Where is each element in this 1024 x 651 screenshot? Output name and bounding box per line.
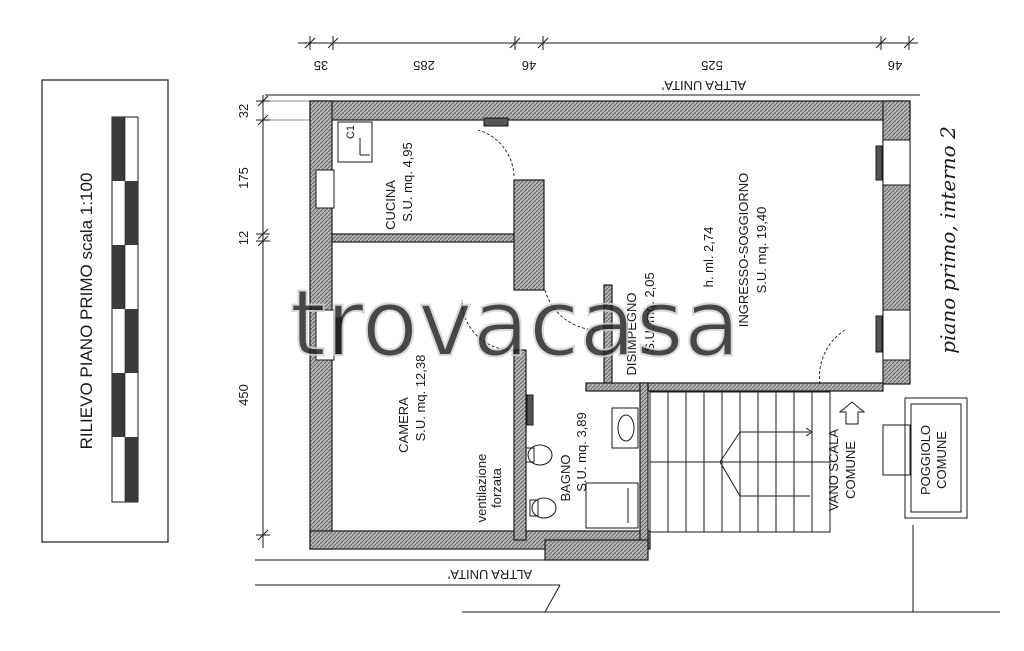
dim-left-2: 175 [236, 167, 251, 189]
room-camera-area: S.U. mq. 12,38 [413, 355, 428, 442]
room-cucina-area: S.U. mq. 4,95 [400, 142, 415, 221]
dim-top-5: 46 [888, 58, 902, 73]
dim-top-4: 525 [701, 58, 723, 73]
scale-bar [111, 116, 139, 503]
room-ingresso-name: INGRESSO-SOGGIORNO [736, 173, 751, 328]
neighbor-bottom-label: ALTRA UNITA' [448, 567, 532, 582]
dimension-left [256, 95, 310, 548]
fixture-label: C1 [345, 125, 357, 139]
dim-left-1: 32 [236, 104, 251, 118]
dim-left-3: 12 [236, 231, 251, 245]
watermark-text: trovacasa [290, 270, 740, 377]
neighbor-lines [255, 94, 1000, 613]
dimension-top [298, 36, 918, 50]
room-bagno-name: BAGNO [558, 455, 573, 502]
dim-top-3: 46 [522, 58, 536, 73]
room-disimpegno-name: DISIMPEGNO [624, 292, 639, 375]
dim-top-1: 35 [314, 58, 328, 73]
title-block: RILIEVO PIANO PRIMO scala 1:100 [41, 79, 169, 543]
neighbor-top-label: ALTRA UNITA' [662, 78, 746, 93]
room-camera-name: CAMERA [396, 397, 411, 453]
room-vano-scala-line2: COMUNE [843, 441, 858, 499]
room-vano-scala-line1: VANO SCALA [826, 429, 841, 511]
room-ingresso-height: h. ml. 2,74 [701, 227, 716, 288]
ventilation-note-line1: ventilazione [474, 454, 489, 523]
dim-left-4: 450 [236, 384, 251, 406]
drawing-title: RILIEVO PIANO PRIMO scala 1:100 [77, 173, 96, 450]
room-ingresso-area: S.U. mq. 19,40 [754, 207, 769, 294]
room-poggiolo-line1: POGGIOLO [918, 425, 933, 495]
fixtures [337, 121, 968, 533]
walls [309, 100, 911, 561]
room-cucina-name: CUCINA [383, 180, 398, 230]
room-bagno-area: S.U. mq. 3,89 [574, 412, 589, 491]
plan-title: piano primo, interno 2 [936, 126, 960, 354]
dim-top-2: 285 [413, 58, 435, 73]
ventilation-note-line2: forzata [489, 467, 504, 508]
watermark: trovacasa [289, 269, 741, 378]
door-swings [461, 129, 846, 385]
room-disimpegno-area: S.U. mq. 2,05 [642, 272, 657, 351]
room-poggiolo-line2: COMUNE [934, 431, 949, 489]
windows [315, 117, 911, 476]
